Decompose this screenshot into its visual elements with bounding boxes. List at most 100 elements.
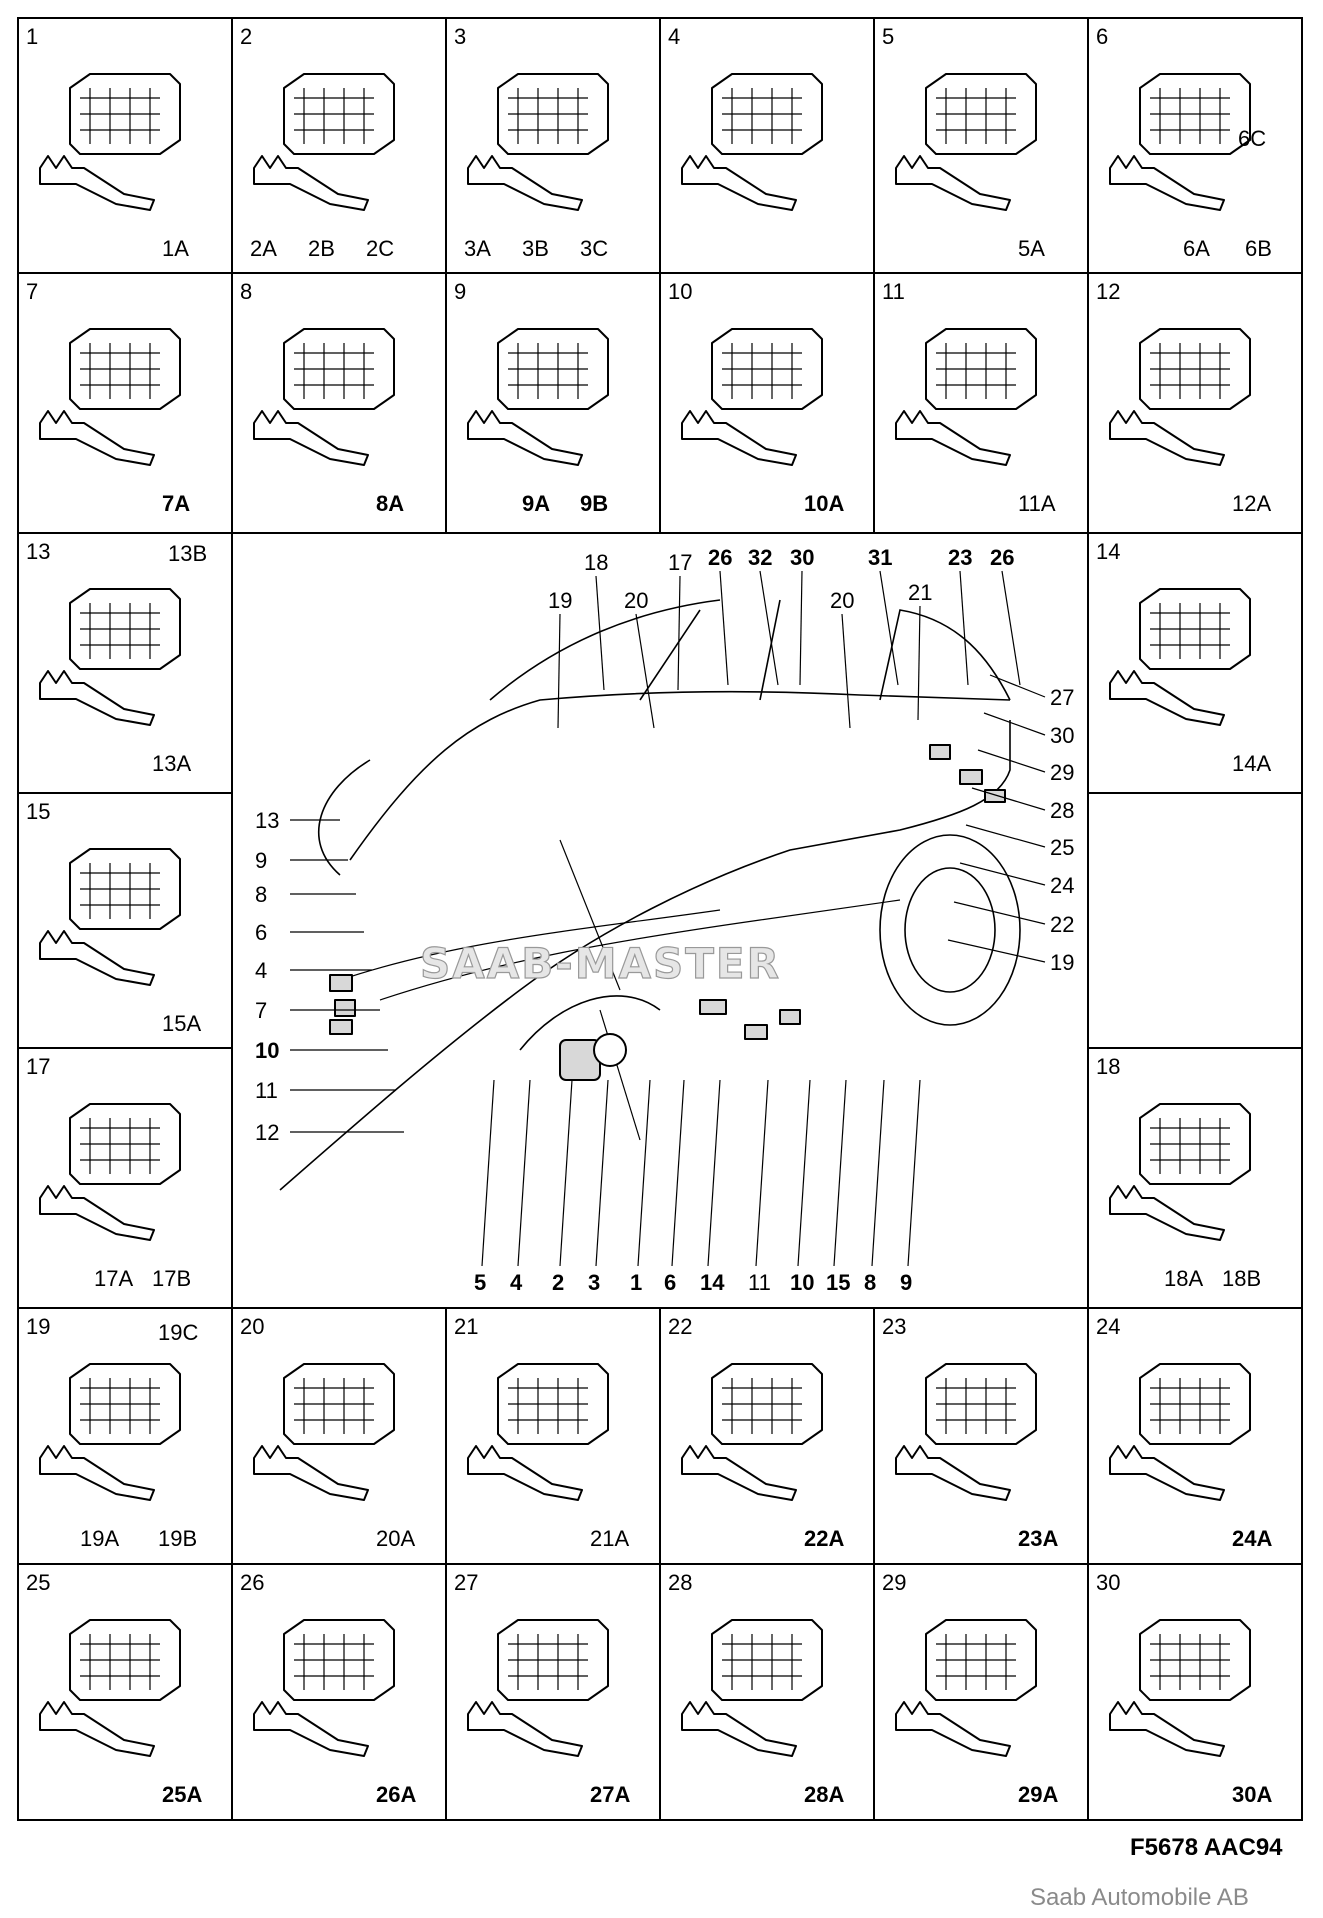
connector-grid: [89, 1378, 151, 1434]
leader-line: [907, 1079, 921, 1267]
cell-number: 4: [668, 24, 680, 49]
callout-left: 4: [255, 958, 267, 983]
callout-top: 26: [990, 545, 1014, 570]
sub-label: 25A: [162, 1782, 202, 1807]
connector-cavities: [294, 97, 374, 131]
connector-grid: [517, 1378, 579, 1434]
callout-bottom: 11: [748, 1270, 771, 1295]
connector-grid: [89, 863, 151, 919]
terminal-pin: [895, 1701, 1011, 1757]
connector-grid: [945, 1378, 1007, 1434]
connector-grid: [1159, 603, 1221, 659]
connector-grid: [731, 88, 793, 144]
cell-number: 19: [26, 1314, 50, 1339]
cell-number: 18: [1096, 1054, 1120, 1079]
cell-number: 1: [26, 24, 38, 49]
terminal-pin: [467, 410, 583, 466]
callout-top: 31: [868, 545, 892, 570]
connector-cavities: [1150, 1127, 1230, 1161]
connector-cavities: [80, 352, 160, 386]
cell-number: 5: [882, 24, 894, 49]
connector-cavities: [722, 97, 802, 131]
leader-line: [965, 824, 1046, 848]
sub-label: 2C: [366, 236, 394, 261]
connector-grid: [303, 1634, 365, 1690]
connector-cavities: [508, 1387, 588, 1421]
leader-line: [637, 1079, 651, 1267]
sub-label: 20A: [376, 1526, 415, 1551]
cell-number: 22: [668, 1314, 692, 1339]
callout-bottom: 5: [474, 1270, 486, 1295]
credit-text: Saab Automobile AB: [1030, 1884, 1249, 1911]
connector-cavities: [294, 1643, 374, 1677]
leader-line: [879, 570, 899, 686]
connector-grid: [303, 88, 365, 144]
callout-bottom: 1: [630, 1270, 642, 1295]
cell-number: 11: [882, 279, 905, 304]
cell-1: 11A: [26, 24, 189, 261]
callout-top: 20: [830, 588, 854, 613]
cell-number: 10: [668, 279, 692, 304]
leader-line: [989, 674, 1046, 698]
terminal-pin: [253, 410, 369, 466]
callout-top: 20: [624, 588, 648, 613]
connector-cavities: [722, 352, 802, 386]
sub-label: 13A: [152, 751, 191, 776]
leader-line: [517, 1079, 531, 1267]
connector-cavities: [80, 97, 160, 131]
sub-label: 2B: [308, 236, 335, 261]
connector-cavities: [936, 97, 1016, 131]
sub-label: 9B: [580, 491, 608, 516]
connector-grid: [1159, 1634, 1221, 1690]
terminal-pin: [895, 410, 1011, 466]
cell-5: 5 5A: [882, 24, 1045, 261]
terminal-pin: [1109, 410, 1225, 466]
leader-line: [595, 575, 605, 691]
connector-cavities: [936, 352, 1016, 386]
sub-label: 17A: [94, 1266, 133, 1291]
terminal-pin: [895, 1445, 1011, 1501]
terminal-pin: [39, 1701, 155, 1757]
leader-line: [953, 901, 1046, 925]
terminal-pin: [467, 1445, 583, 1501]
leader-line: [707, 1079, 721, 1267]
sub-label: 8A: [376, 491, 404, 516]
leader-line: [983, 712, 1046, 736]
cell-number: 28: [668, 1570, 692, 1595]
cell-number: 26: [240, 1570, 264, 1595]
connector-grid: [517, 343, 579, 399]
connector-grid: [731, 1634, 793, 1690]
connector-grid: [303, 1378, 365, 1434]
cell-number: 27: [454, 1570, 478, 1595]
cell-24: 24 24A: [1096, 1314, 1272, 1551]
leader-line: [797, 1079, 811, 1267]
connector-grid: [89, 343, 151, 399]
sub-label: 15A: [162, 1011, 201, 1036]
sub-label: 5A: [1018, 236, 1045, 261]
sub-label: 11A: [1018, 491, 1056, 516]
terminal-pin: [1109, 1445, 1225, 1501]
connector-cavities: [1150, 1643, 1230, 1677]
sub-label: 24A: [1232, 1526, 1272, 1551]
connector-cavities: [1150, 352, 1230, 386]
leader-line: [841, 613, 851, 729]
callout-top: 32: [748, 545, 772, 570]
sub-label: 13B: [168, 541, 207, 566]
sub-label: 3B: [522, 236, 549, 261]
leader-line: [755, 1079, 769, 1267]
callout-bottom: 3: [588, 1270, 600, 1295]
sub-label: 19A: [80, 1526, 119, 1551]
cell-number: 8: [240, 279, 252, 304]
callout-bottom: 14: [700, 1270, 725, 1295]
leader-line: [959, 570, 969, 686]
cell-number: 24: [1096, 1314, 1120, 1339]
connector-grid: [1159, 1118, 1221, 1174]
connector-grid: [1159, 88, 1221, 144]
connector-cavities: [80, 872, 160, 906]
